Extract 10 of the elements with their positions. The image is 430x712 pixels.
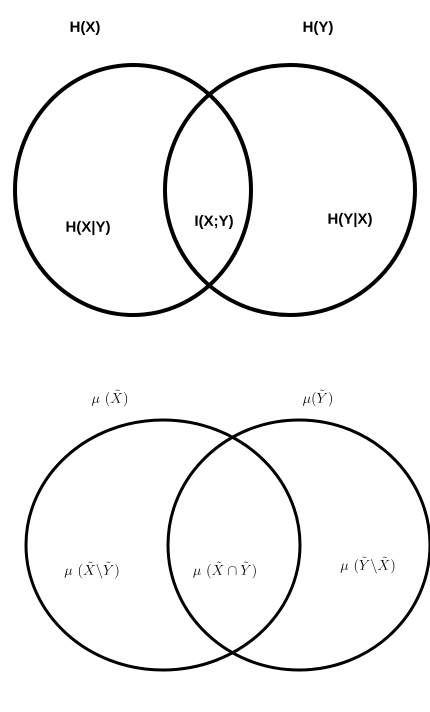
region-label: $\mu\ (\tilde{X}\backslash\tilde{Y})$: [64, 562, 118, 578]
set-label: $\mu(\tilde{Y})$: [303, 390, 332, 406]
region-label: $\mu\ (\tilde{Y}\backslash\tilde{X})$: [340, 556, 394, 574]
region-label: I(X;Y): [195, 215, 233, 229]
set-label: H(Y): [304, 21, 333, 35]
region-label: $\mu\ (\tilde{X}\cap\tilde{Y})$: [193, 562, 256, 578]
set-label: $\mu\ (\tilde{X})$: [92, 390, 128, 406]
set-label: H(X): [70, 21, 100, 35]
region-label: H(X|Y): [66, 220, 110, 236]
region-label: H(Y|X): [328, 212, 372, 228]
